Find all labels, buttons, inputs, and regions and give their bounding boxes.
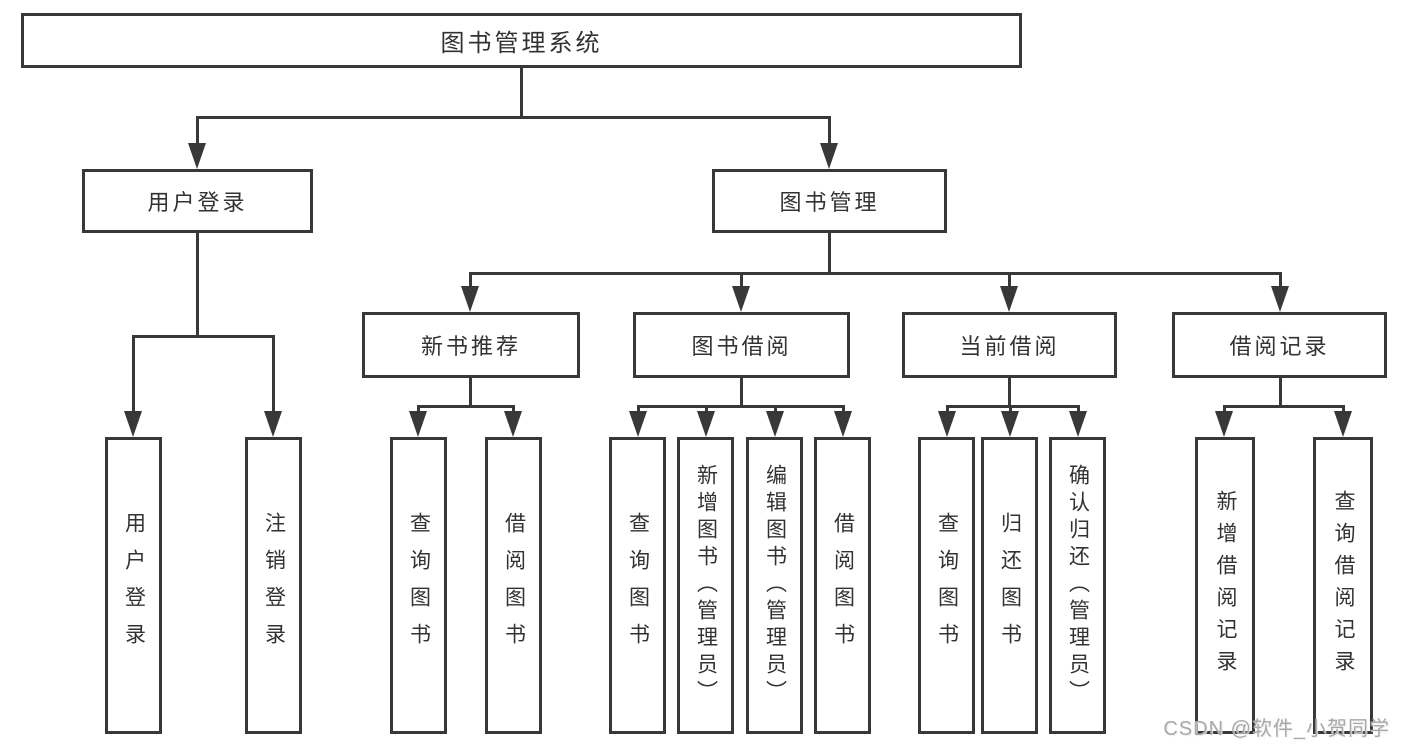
connector-bb-stem — [740, 378, 743, 407]
node-system-root: 图书管理系统 — [21, 13, 1022, 68]
connector-login-stem — [196, 233, 199, 337]
arrowhead-to-rec-add — [1215, 411, 1233, 437]
leaf-cb-query-books: 查询图书 — [918, 437, 975, 734]
arrowhead-to-rec-query — [1334, 411, 1352, 437]
connector-mgmt-drop-cb — [1008, 273, 1011, 288]
connector-root-stem — [520, 68, 523, 118]
arrowhead-to-leaf-user-login — [124, 411, 142, 437]
connector-cb-rail — [946, 405, 1080, 408]
arrowhead-to-bb-edit — [766, 411, 784, 437]
arrowhead-to-current-borrowing — [1000, 286, 1018, 312]
node-user-login: 用户登录 — [82, 169, 313, 233]
node-new-book-recommend: 新书推荐 — [362, 312, 580, 378]
connector-root-drop-mgmt — [828, 117, 831, 145]
arrowhead-to-nb-query — [409, 411, 427, 437]
connector-login-drop-2 — [272, 336, 275, 413]
node-book-management: 图书管理 — [712, 169, 947, 233]
connector-bb-rail — [637, 405, 845, 408]
connector-root-rail — [196, 116, 831, 119]
connector-rec-rail — [1223, 405, 1345, 408]
arrowhead-to-borrow-records — [1271, 286, 1289, 312]
leaf-bb-borrow-books: 借阅图书 — [814, 437, 871, 734]
leaf-nb-query-books: 查询图书 — [390, 437, 447, 734]
arrowhead-to-cb-confirm — [1069, 411, 1087, 437]
leaf-cb-confirm-return-admin: 确认归还（管理员） — [1049, 437, 1106, 734]
arrowhead-to-bb-borrow — [834, 411, 852, 437]
connector-nb-rail — [417, 405, 515, 408]
arrowhead-to-bb-add — [697, 411, 715, 437]
arrowhead-to-book-borrowing — [732, 286, 750, 312]
node-book-borrowing: 图书借阅 — [633, 312, 850, 378]
arrowhead-to-user-login — [188, 143, 206, 169]
node-current-borrowing: 当前借阅 — [902, 312, 1117, 378]
connector-cb-stem — [1008, 378, 1011, 407]
connector-rec-stem — [1279, 378, 1282, 407]
leaf-nb-borrow-books: 借阅图书 — [485, 437, 542, 734]
leaf-rec-query-record: 查询借阅记录 — [1313, 437, 1373, 734]
leaf-cb-return-books: 归还图书 — [981, 437, 1038, 734]
arrowhead-to-nb-borrow — [504, 411, 522, 437]
connector-mgmt-rail — [469, 272, 1282, 275]
arrowhead-to-book-management — [820, 143, 838, 169]
arrowhead-to-cb-query — [938, 411, 956, 437]
connector-mgmt-drop-rec — [1279, 273, 1282, 288]
connector-login-rail — [132, 335, 275, 338]
leaf-rec-add-record: 新增借阅记录 — [1195, 437, 1255, 734]
leaf-bb-edit-books-admin: 编辑图书（管理员） — [746, 437, 803, 734]
connector-mgmt-drop-bb — [740, 273, 743, 288]
leaf-logout: 注销登录 — [245, 437, 302, 734]
connector-root-drop-login — [196, 117, 199, 145]
leaf-bb-add-books-admin: 新增图书（管理员） — [677, 437, 734, 734]
connector-nb-stem — [469, 378, 472, 407]
leaf-user-login: 用户登录 — [105, 437, 162, 734]
leaf-bb-query-books: 查询图书 — [609, 437, 666, 734]
arrowhead-to-new-book-recommend — [461, 286, 479, 312]
arrowhead-to-bb-query — [629, 411, 647, 437]
node-borrow-records: 借阅记录 — [1172, 312, 1387, 378]
connector-mgmt-drop-nb — [469, 273, 472, 288]
arrowhead-to-leaf-logout — [264, 411, 282, 437]
connector-login-drop-1 — [132, 336, 135, 413]
connector-mgmt-stem — [828, 233, 831, 274]
csdn-watermark: CSDN @软件_小贺同学 — [1163, 718, 1390, 740]
arrowhead-to-cb-return — [1001, 411, 1019, 437]
